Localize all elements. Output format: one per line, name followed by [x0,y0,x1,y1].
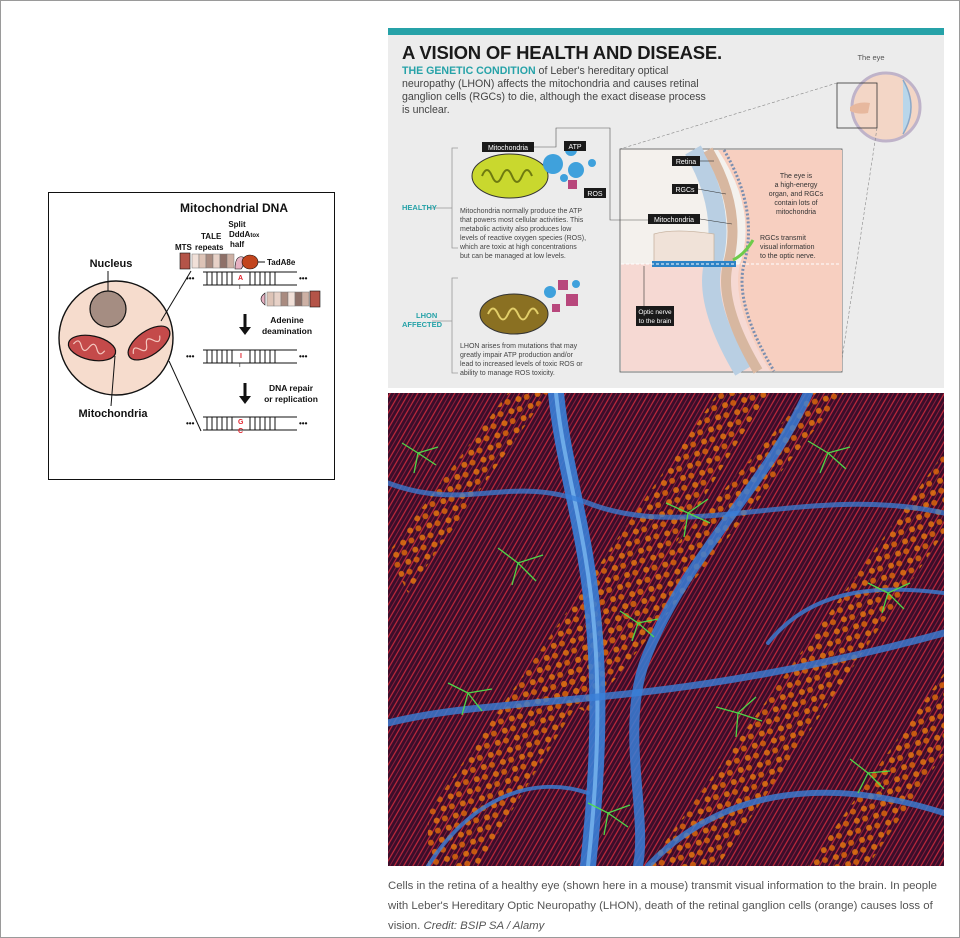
tada-label: TadA8e [267,258,296,267]
tag-retina [672,156,700,166]
svg-text:ability to manage ROS toxicity: ability to manage ROS toxicity. [460,370,555,377]
tag-optic-nerve [636,306,674,326]
svg-text:to the optic nerve.: to the optic nerve. [760,253,816,260]
eye-label: The eye [857,53,884,62]
base-t-2: T [238,363,242,369]
svg-text:a high-energy: a high-energy [775,182,818,189]
svg-text:Retina: Retina [676,159,696,166]
figure-title: Mitochondrial DNA [180,201,288,215]
healthy-mitochondrion-icon [471,144,596,199]
repeats-label: repeats [195,243,224,252]
svg-text:Mitochondria normally produce: Mitochondria normally produce the ATP [460,208,582,215]
half-label: half [230,240,245,249]
svg-text:visual information: visual information [760,244,815,251]
ddda-label: DddAtox [229,230,260,239]
eye-icon [850,71,922,143]
mitochondria-label: Mitochondria [78,408,148,420]
lhon-label-a: LHON [416,311,437,320]
step2-label-b: or replication [264,394,318,404]
rgc-text-block: RGCs transmit visual information to the … [760,235,816,260]
intro-text: of Leber's hereditary optical neuropathy… [402,65,706,116]
infographic-title: A VISION OF HEALTH AND DISEASE. [402,42,722,63]
tag-mitochondria [482,142,534,152]
svg-text:Mitochondria: Mitochondria [488,145,528,152]
step1-label-b: deamination [262,326,312,336]
healthy-text-block: Mitochondria normally produce the ATP th… [459,208,586,260]
svg-text:organ, and RGCs: organ, and RGCs [769,191,824,198]
caption-credit: Credit: BSIP SA / Alamy [423,920,545,932]
image-caption: Cells in the retina of a healthy eye (sh… [388,876,940,936]
ellipsis-left-1: ••• [186,274,195,283]
svg-text:RGCs transmit: RGCs transmit [760,235,806,242]
base-t-1: T [238,285,242,291]
svg-text:LHON arises from mutations tha: LHON arises from mutations that may [460,343,578,350]
lhon-text-block: LHON arises from mutations that may grea… [460,343,583,377]
cell-outline [58,280,174,396]
caption-text: Cells in the retina of a healthy eye (sh… [388,880,937,932]
ellipsis-right-2: ••• [299,352,308,361]
nucleus [89,290,127,328]
step2-label-a: DNA repair [269,383,314,393]
ellipsis-left-3: ••• [186,419,195,428]
svg-text:The eye is: The eye is [780,173,813,180]
tag-rgcs [672,184,698,194]
tale-label: TALE [201,232,222,241]
svg-text:levels of reactive oxygen spec: levels of reactive oxygen species (ROS), [460,235,586,242]
base-i: I [240,353,242,360]
svg-text:which are toxic at high concen: which are toxic at high concentrations [459,244,577,251]
infographic-illustration: The eye HEALTHY LHON AFFECTED Mitoc [402,53,922,377]
svg-text:greatly impair ATP production: greatly impair ATP production and/or [460,352,574,359]
infographic-top-bar [388,28,944,35]
base-g: G [238,419,244,426]
ellipsis-left-2: ••• [186,352,195,361]
svg-text:ROS: ROS [587,191,603,198]
lhon-mitochondrion-icon [479,280,580,335]
tag-mitochondria-retina [648,214,700,224]
arrow-down-2 [239,383,251,404]
tag-atp [564,141,586,151]
eye-zoom-box [836,82,878,129]
mitochondrion-right [127,325,171,361]
mitochondrion-left [67,334,117,362]
ellipsis-right-3: ••• [299,419,308,428]
dna-ladder-3 [203,416,297,431]
bottom-editor-construct [260,290,321,308]
energy-text-block: The eye is a high-energy organ, and RGCs… [769,173,824,216]
tag-ros [584,188,606,198]
ellipsis-right-1: ••• [299,274,308,283]
svg-text:metabolic activity also produc: metabolic activity also produces low [460,226,572,233]
svg-text:but can be managed at low leve: but can be managed at low levels. [460,253,566,260]
dna-ladder-1 [203,271,297,286]
svg-text:mitochondria: mitochondria [776,209,816,216]
svg-text:Mitochondria: Mitochondria [654,217,694,224]
retina-micrograph [388,393,944,866]
split-label: Split [228,220,246,229]
arrow-down-1 [239,314,251,335]
retina-cross-section [619,145,843,376]
svg-text:RGCs: RGCs [675,187,695,194]
intro-keyword: THE GENETIC CONDITION [402,65,536,77]
svg-text:to the brain: to the brain [639,318,672,325]
nucleus-label: Nucleus [90,258,133,270]
dna-ladder-2 [203,349,297,364]
svg-text:that powers most cellular acti: that powers most cellular activities. Th… [460,217,584,224]
step1-label-a: Adenine [270,315,304,325]
lhon-infographic: A VISION OF HEALTH AND DISEASE. THE GENE… [388,28,944,388]
healthy-label: HEALTHY [402,203,437,212]
infographic-intro: THE GENETIC CONDITION of Leber's heredit… [402,65,712,117]
mts-label: MTS [175,243,193,252]
svg-text:ATP: ATP [568,144,581,151]
mitochondrial-dna-figure: Mitochondrial DNA Nucleus Mitochondria S… [48,192,335,480]
base-a-1: A [238,275,243,282]
svg-text:Optic nerve: Optic nerve [638,309,672,316]
svg-text:lead to increased levels of to: lead to increased levels of toxic ROS or [460,361,583,368]
base-c: C [238,428,243,435]
top-editor-construct [179,252,265,270]
lhon-label-b: AFFECTED [402,320,443,329]
svg-text:contain lots of: contain lots of [774,200,817,207]
